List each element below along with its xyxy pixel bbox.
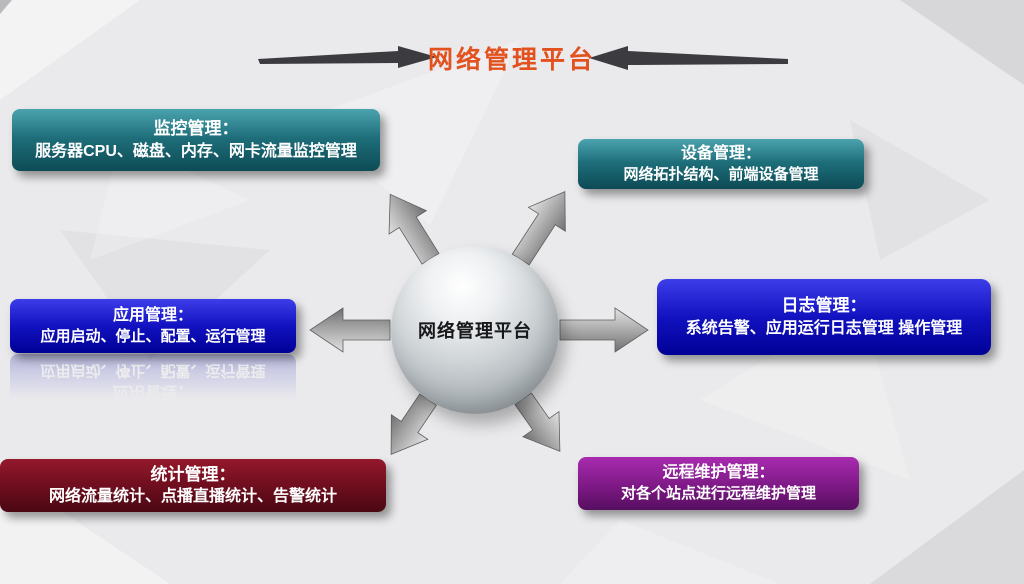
box-remote-desc: 对各个站点进行远程维护管理 <box>620 485 816 503</box>
box-device-title: 设备管理： <box>680 144 761 162</box>
arrow-to-application <box>309 307 391 353</box>
box-log-title: 日志管理： <box>781 296 867 316</box>
arrow-to-device <box>511 191 566 266</box>
box-device-desc: 网络拓扑结构、前端设备管理 <box>623 165 819 183</box>
arrow-to-statistics <box>390 393 437 455</box>
box-remote-title: 远程维护管理： <box>662 464 775 482</box>
arrow-to-log <box>559 307 649 353</box>
center-node: 网络管理平台 <box>391 246 559 414</box>
title-left-arrow-line <box>258 46 437 68</box>
box-statistics-title: 统计管理： <box>150 464 236 484</box>
box-monitor-desc: 服务器CPU、磁盘、内存、网卡流量监控管理 <box>35 142 357 160</box>
center-node-label: 网络管理平台 <box>418 321 532 341</box>
title-right-arrow-line <box>589 46 788 70</box>
box-statistics-desc: 网络流量统计、点播直播统计、告警统计 <box>48 488 337 506</box>
page-title: 网络管理平台 <box>427 46 597 74</box>
arrow-to-remote <box>514 392 561 452</box>
box-log-desc: 系统告警、应用运行日志管理 操作管理 <box>685 319 963 337</box>
box-application-desc: 应用启动、停止、配置、运行管理 <box>40 327 266 345</box>
box-monitor-management: 监控管理： 服务器CPU、磁盘、内存、网卡流量监控管理 <box>12 109 380 171</box>
title-decoration-lines <box>258 46 788 70</box>
box-statistics-management: 统计管理： 网络流量统计、点播直播统计、告警统计 <box>0 459 386 512</box>
box-device-management: 设备管理： 网络拓扑结构、前端设备管理 <box>578 139 864 189</box>
box-remote-maintenance: 远程维护管理： 对各个站点进行远程维护管理 <box>578 457 859 510</box>
box-application-management: 应用管理： 应用启动、停止、配置、运行管理 <box>10 299 296 353</box>
box-application-title: 应用管理： <box>112 306 193 324</box>
box-monitor-title: 监控管理： <box>153 119 239 139</box>
arrow-to-monitor <box>388 193 440 265</box>
box-log-management: 日志管理： 系统告警、应用运行日志管理 操作管理 <box>657 279 991 355</box>
